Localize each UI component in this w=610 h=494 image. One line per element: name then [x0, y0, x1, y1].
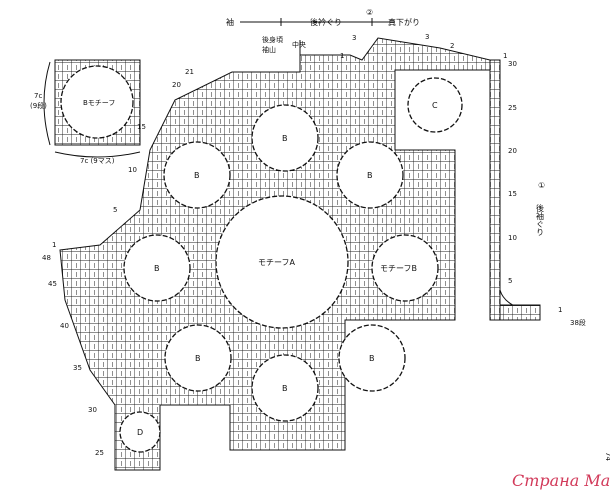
- back-armhole-label: ① 後袖ぐり: [536, 181, 546, 236]
- row-marker: 1: [503, 52, 507, 60]
- page-number: 74: [604, 452, 610, 461]
- motif-b-label: B: [282, 384, 288, 393]
- header-dimension-line: 袖 後衿ぐり ② 真下がり 後身頃 袖山 中央: [226, 8, 420, 72]
- row-marker: 20: [508, 147, 517, 155]
- row-marker: 45: [48, 280, 57, 288]
- legend-height-rows: (9段): [30, 101, 47, 110]
- motif-b-named-label: モチーフB: [380, 264, 417, 273]
- legend-b-motif: Bモチーフ 7c (9段) 7c (9マス): [30, 59, 141, 165]
- row-marker: 3: [425, 33, 429, 41]
- row-marker: 2: [450, 42, 454, 50]
- row-marker: 20: [172, 81, 181, 89]
- row-marker: 1: [558, 306, 562, 314]
- motif-b-label: B: [367, 171, 373, 180]
- motif-b-6: B: [338, 324, 406, 392]
- motif-b-label: B: [282, 134, 288, 143]
- number-1-label: ①: [538, 181, 545, 190]
- row-marker: 30: [88, 406, 97, 414]
- row-marker: 10: [128, 166, 137, 174]
- row-marker: 1: [52, 241, 56, 249]
- row-marker: 21: [185, 68, 194, 76]
- legend-height: 7c: [34, 92, 42, 100]
- row-marker: 5: [508, 277, 512, 285]
- row-marker: 35: [73, 364, 82, 372]
- motif-a-label: モチーフA: [258, 258, 296, 267]
- row-marker: 38段: [570, 318, 586, 327]
- motif-b-label: B: [154, 264, 160, 273]
- right-row-markers: 30 25 20 15 10 5 1 38段: [508, 60, 586, 327]
- back-neckline-label: 後衿ぐり: [310, 17, 342, 27]
- motif-b-5: B: [164, 324, 232, 392]
- row-marker: 1: [340, 52, 344, 60]
- center-label: 中央: [292, 40, 306, 49]
- number-2-label: ②: [366, 8, 373, 17]
- row-marker: 5: [113, 206, 117, 214]
- left-row-markers: 21 20 15 10 5 1 48 45 40 35 30 25: [42, 68, 194, 457]
- motif-c: C: [407, 77, 463, 133]
- motif-b-4: B: [123, 234, 191, 302]
- motif-b-label: B: [195, 354, 201, 363]
- sleeve-label: 袖: [226, 17, 234, 27]
- row-marker: 25: [508, 104, 517, 112]
- back-body-label: 後身頃: [262, 35, 283, 44]
- row-marker: 15: [137, 123, 146, 131]
- top-row-markers: 3 1 3 2 1: [340, 33, 507, 60]
- motif-b-label: B: [194, 171, 200, 180]
- motif-a: モチーフA: [215, 195, 349, 329]
- straight-drop-label: 真下がり: [388, 17, 420, 27]
- back-armhole-text: 後袖ぐり: [536, 203, 545, 236]
- row-marker: 40: [60, 322, 69, 330]
- sleeve-cap-label: 袖山: [262, 45, 276, 54]
- motif-d: D: [119, 411, 161, 453]
- motif-b-7: B: [251, 354, 319, 422]
- legend-motif-label: Bモチーフ: [83, 99, 115, 107]
- row-marker: 10: [508, 234, 517, 242]
- right-strip-grid: [489, 59, 501, 321]
- motif-d-label: D: [137, 428, 143, 437]
- motif-b-1: B: [251, 104, 319, 172]
- motif-b-2: B: [163, 141, 231, 209]
- row-marker: 25: [95, 449, 104, 457]
- motif-c-label: C: [432, 101, 438, 110]
- legend-width: 7c (9マス): [80, 157, 115, 165]
- motif-b-label: B: [369, 354, 375, 363]
- row-marker: 3: [352, 34, 356, 42]
- row-marker: 15: [508, 190, 517, 198]
- watermark: Страна Мам: [512, 471, 610, 490]
- row-marker: 48: [42, 254, 51, 262]
- row-marker: 30: [508, 60, 517, 68]
- motif-b-named: モチーフB: [371, 234, 439, 302]
- motif-b-3: B: [336, 141, 404, 209]
